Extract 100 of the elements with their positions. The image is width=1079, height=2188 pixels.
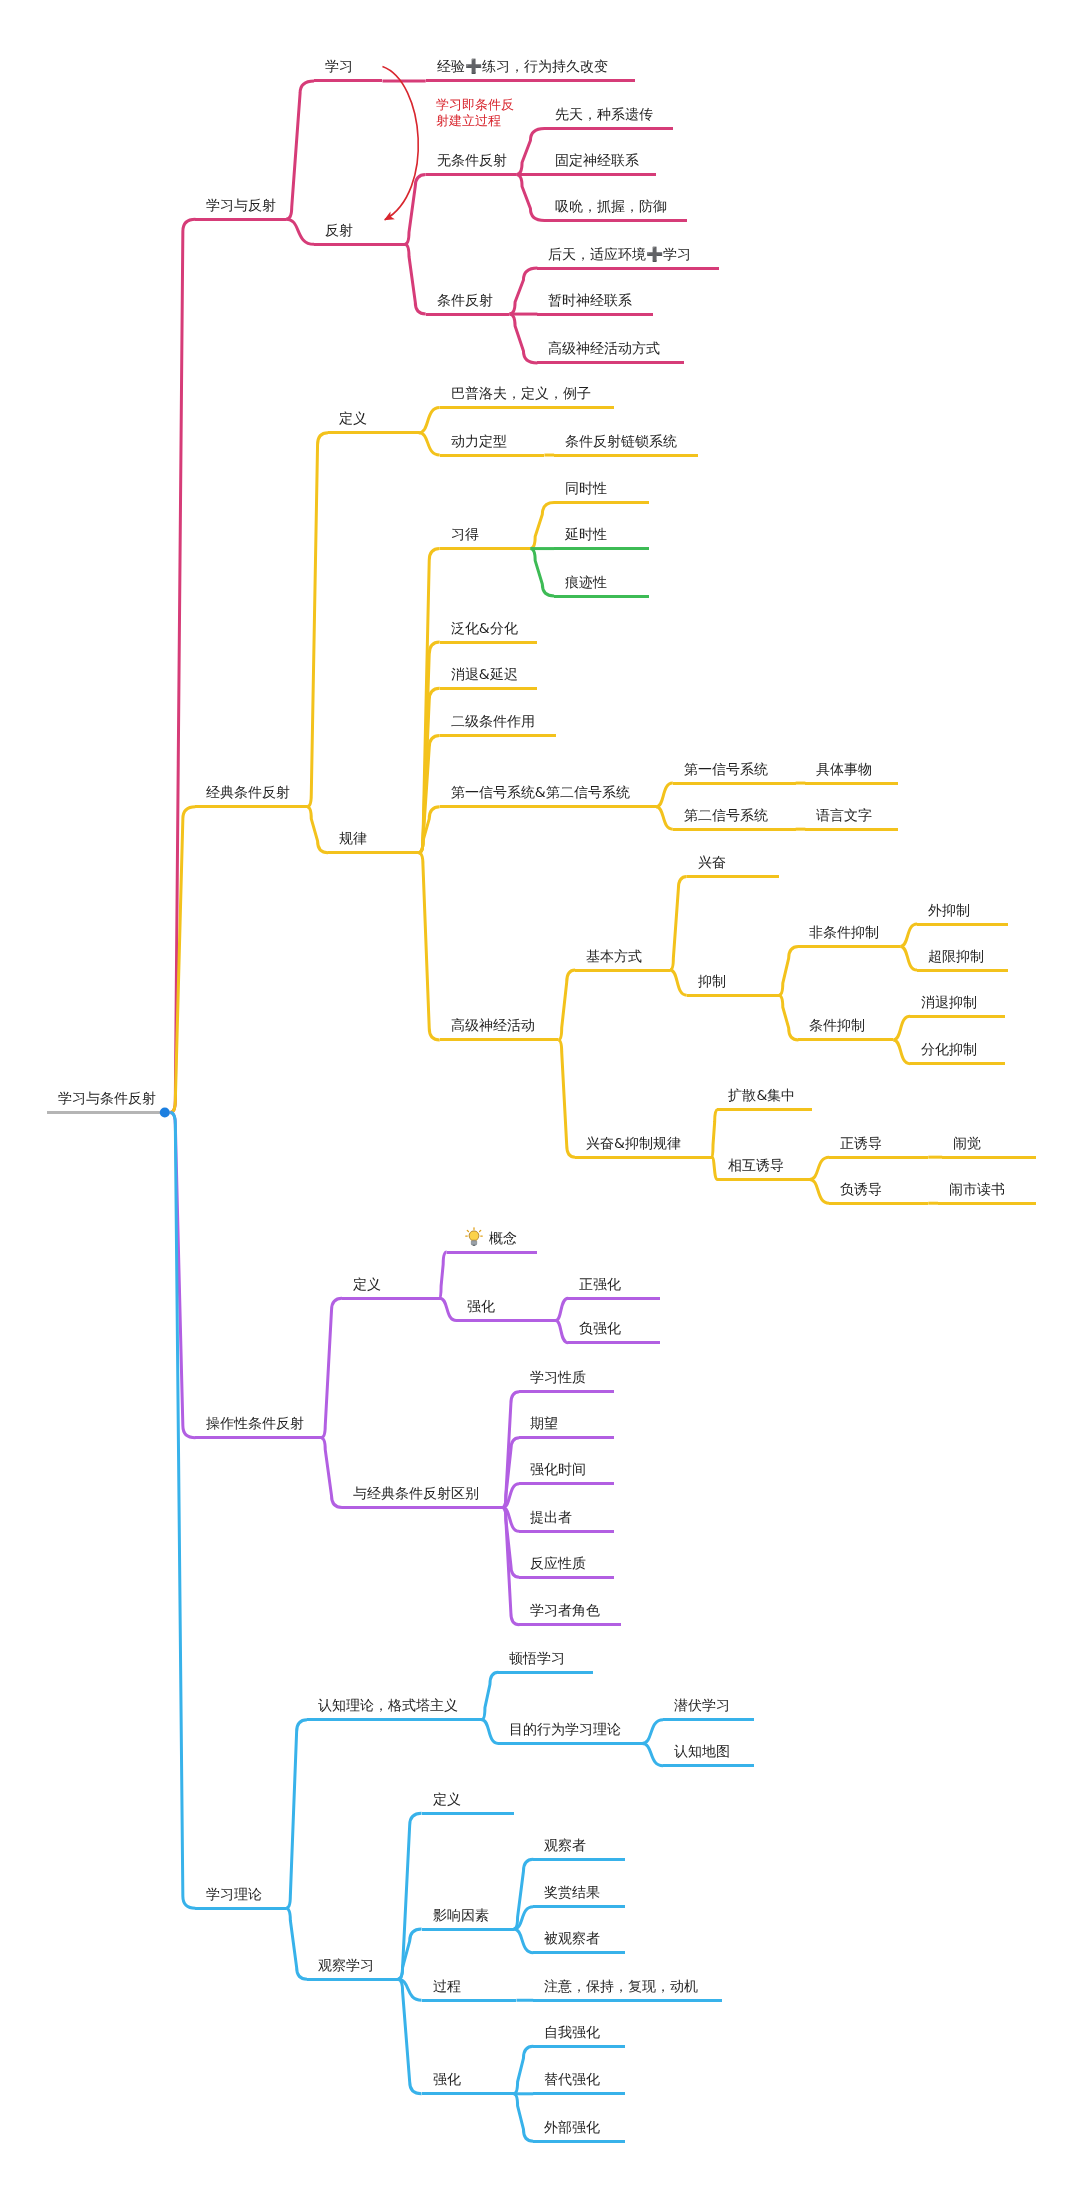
topic-text: 提出者 <box>530 1508 573 1526</box>
topic-text: 兴奋 <box>697 854 726 872</box>
topic-text: 学习者角色 <box>530 1602 601 1620</box>
branch-line <box>655 805 674 831</box>
branch-line <box>795 781 806 785</box>
topic-text: 与经典条件反射区别 <box>353 1485 479 1502</box>
relation-arrow <box>381 65 419 221</box>
branch-line <box>397 1927 422 1981</box>
topic-text: 负诱导 <box>840 1180 883 1198</box>
topic-text: 替代强化 <box>544 2071 601 2089</box>
branch-line <box>809 1155 830 1181</box>
topic-node <box>717 1085 813 1112</box>
branch-line <box>641 1718 664 1745</box>
topic-node <box>439 782 657 809</box>
topic-text: 外部强化 <box>544 2118 601 2136</box>
branch-line <box>418 431 440 457</box>
branch-line <box>530 547 555 551</box>
topic-text: 目的行为学习理论 <box>509 1720 622 1738</box>
branch-line <box>320 1436 343 1510</box>
topic-text: 第一信号系统&第二信号系统 <box>450 784 630 802</box>
topic-node <box>544 196 687 223</box>
topic-text: 观察学习 <box>318 1956 375 1974</box>
topic-text: 潜伏学习 <box>674 1697 731 1715</box>
topic-node <box>314 56 383 83</box>
topic-node <box>554 478 650 504</box>
topic-text: 自我强化 <box>544 2023 601 2041</box>
topic-text: 超限抑制 <box>928 947 985 965</box>
topic-text: 兴奋&抑制规律 <box>586 1134 681 1152</box>
topic-text: 扩散&集中 <box>728 1087 796 1105</box>
branch-line <box>285 1718 308 1910</box>
branch-line <box>669 968 688 997</box>
branch-line <box>529 501 555 550</box>
topic-text: 泛化&分化 <box>450 619 518 637</box>
branch-line <box>169 805 196 1114</box>
topic-text: 同时性 <box>565 480 608 497</box>
topic-text: 经典条件反射 <box>206 784 291 802</box>
branch-line <box>501 1436 520 1509</box>
branch-line <box>382 79 426 83</box>
topic-text: 基本方式 <box>586 947 643 965</box>
topic-text: 具体事物 <box>816 760 873 778</box>
topic-text: 反应性质 <box>530 1554 587 1572</box>
topic-text: 经验➕练习，行为持久改变 <box>436 58 608 76</box>
topic-text: 顿悟学习 <box>509 1649 566 1667</box>
branch-line <box>669 875 687 972</box>
topic-text: 正强化 <box>579 1275 622 1293</box>
topic-node <box>307 1695 482 1722</box>
topic-text: 后天，适应环境➕学习 <box>548 245 692 263</box>
branch-line <box>439 1296 457 1322</box>
topic-text: 分化抑制 <box>921 1041 978 1059</box>
topic-node <box>519 1600 622 1627</box>
topic-text: 外抑制 <box>928 901 971 919</box>
topic-text: 延时性 <box>565 526 608 544</box>
branch-line <box>899 922 918 948</box>
topic-node <box>439 1015 559 1042</box>
branch-line <box>501 1506 520 1627</box>
branch-line <box>508 312 538 365</box>
branch-line <box>516 173 545 176</box>
topic-node <box>425 56 636 83</box>
topic-text: 暂时神经联系 <box>548 291 633 309</box>
topic-text: 消退&延迟 <box>450 665 518 683</box>
topic-text: 影响因素 <box>432 1906 489 1924</box>
branch-line <box>515 126 545 176</box>
topic-text: 习得 <box>450 526 479 544</box>
topic-text: 认知理论，格式塔主义 <box>318 1697 459 1715</box>
topic-node <box>533 2069 626 2096</box>
topic-node <box>910 1039 1005 1066</box>
topic-text: 学习与反射 <box>206 196 277 214</box>
topic-text: 负强化 <box>579 1320 622 1338</box>
branch-line <box>892 1038 911 1066</box>
branch-line <box>306 431 329 808</box>
branch-line <box>554 1319 569 1345</box>
topic-text: 痕迹性 <box>565 573 608 591</box>
topic-text: 无条件反射 <box>436 151 507 169</box>
branch-line <box>516 1998 534 2002</box>
branch-line <box>512 2092 534 2143</box>
topic-text: 条件抑制 <box>809 1017 866 1035</box>
topic-text: 条件反射链锁系统 <box>565 432 678 450</box>
topic-text: 先天，种系遗传 <box>555 105 654 123</box>
topic-node <box>533 1882 626 1909</box>
topic-node <box>663 1741 754 1768</box>
branch-line <box>508 266 538 316</box>
topic-text: 认知地图 <box>674 1743 731 1761</box>
topic-text: 奖赏结果 <box>544 1884 601 1902</box>
branch-line <box>404 243 426 316</box>
topic-text: 闹市读书 <box>949 1180 1005 1198</box>
branch-line <box>557 1038 576 1159</box>
branch-line <box>554 1296 569 1322</box>
topic-node <box>686 852 779 879</box>
branch-line <box>480 1670 499 1721</box>
topic-text: 强化时间 <box>530 1461 587 1479</box>
branch-line <box>169 1111 196 1910</box>
topic-node <box>195 782 308 809</box>
topic-node <box>798 1015 894 1042</box>
branch-line <box>928 1201 938 1205</box>
topic-text: 语言文字 <box>816 806 873 824</box>
topic-text: 规律 <box>339 830 367 848</box>
topic-text: 动力定型 <box>450 432 507 450</box>
topic-text: 吸吮，抓握，防御 <box>555 198 668 216</box>
branch-line <box>710 1108 719 1158</box>
topic-text: 固定神经联系 <box>555 151 640 169</box>
